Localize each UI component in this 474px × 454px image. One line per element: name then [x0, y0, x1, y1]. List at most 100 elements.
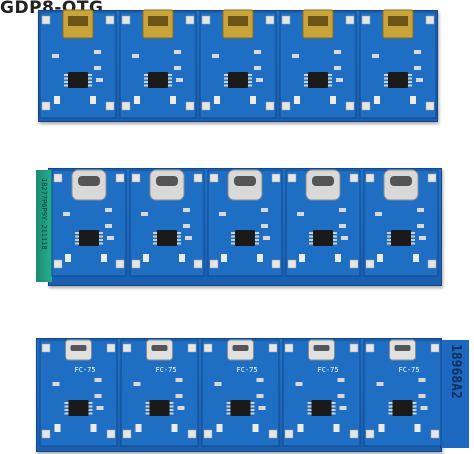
connector-opening: [151, 345, 168, 351]
chip-pin: [88, 402, 93, 404]
ic-chip: [308, 72, 328, 88]
chip-pin: [88, 409, 93, 411]
connector-opening: [390, 176, 412, 186]
ic-chip: [230, 400, 251, 416]
smd-component: [214, 382, 222, 386]
chip-pin: [255, 239, 259, 241]
chip-pin: [177, 235, 181, 238]
chip-pin: [384, 81, 388, 83]
ic-chip: [68, 72, 88, 88]
chip-pin: [408, 84, 412, 87]
ic-chip: [235, 230, 255, 246]
smd-component: [105, 208, 112, 212]
solder-pad: [122, 429, 132, 439]
chip-pin: [384, 84, 388, 87]
connector-opening: [308, 16, 328, 26]
chip-silkscreen-label: FC-75: [399, 366, 420, 374]
chip-pin: [248, 74, 252, 76]
smd-component: [252, 424, 259, 432]
chip-pin: [145, 409, 150, 411]
chip-pin: [75, 239, 79, 241]
smd-component: [414, 66, 421, 70]
solder-pad: [427, 259, 437, 269]
smd-component: [107, 236, 114, 240]
ic-chip: [313, 230, 333, 246]
chip-pin: [307, 412, 312, 415]
smd-component: [54, 424, 61, 432]
solder-pad: [105, 101, 115, 111]
chip-pin: [224, 74, 228, 76]
chip-pin: [144, 74, 148, 76]
chip-pin: [304, 77, 308, 80]
solder-pad: [187, 429, 197, 439]
smd-component: [52, 54, 59, 58]
chip-pin: [309, 239, 313, 241]
smd-component: [216, 424, 223, 432]
chip-silkscreen-label: FC-75: [75, 366, 96, 374]
chip-pin: [64, 402, 69, 404]
solder-pad: [131, 259, 141, 269]
solder-pad: [361, 15, 371, 25]
smd-component: [299, 254, 305, 262]
pcb-edge-right: [440, 340, 469, 448]
smd-component: [337, 378, 345, 382]
ic-chip: [391, 230, 411, 246]
chip-pin: [88, 81, 92, 83]
ic-chip: [392, 400, 413, 416]
smd-component: [375, 212, 382, 216]
smd-component: [420, 406, 428, 410]
smd-component: [174, 66, 181, 70]
smd-component: [185, 236, 192, 240]
chip-pin: [64, 81, 68, 83]
chip-pin: [328, 81, 332, 83]
chip-pin: [64, 412, 69, 415]
smd-component: [416, 78, 423, 82]
smd-component: [63, 212, 70, 216]
smd-component: [132, 54, 139, 58]
smd-component: [258, 406, 266, 410]
smd-component: [94, 378, 102, 382]
chip-pin: [224, 84, 228, 87]
smd-component: [419, 236, 426, 240]
edge-text-micro-usb: 18968A2: [448, 344, 463, 399]
chip-pin: [384, 74, 388, 76]
solder-pad: [201, 15, 211, 25]
connector-opening: [68, 16, 88, 26]
chip-pin: [307, 402, 312, 404]
chip-silkscreen-label: FC-75: [237, 366, 258, 374]
chip-pin: [153, 232, 157, 234]
smd-component: [171, 424, 178, 432]
solder-pad: [193, 173, 203, 183]
smd-component: [175, 394, 183, 398]
chip-pin: [328, 77, 332, 80]
connector-opening: [228, 16, 248, 26]
chip-pin: [331, 409, 336, 411]
smd-component: [330, 96, 336, 104]
smd-component: [337, 394, 345, 398]
smd-component: [133, 382, 141, 386]
chip-pin: [304, 84, 308, 87]
ic-chip: [68, 400, 89, 416]
solder-pad: [122, 343, 132, 353]
solder-pad: [345, 101, 355, 111]
chip-pin: [408, 81, 412, 83]
chip-pin: [88, 74, 92, 76]
ic-chip: [228, 72, 248, 88]
smd-component: [339, 406, 347, 410]
chip-pin: [88, 412, 93, 415]
connector-opening: [312, 176, 334, 186]
solder-pad: [430, 429, 440, 439]
smd-component: [254, 50, 261, 54]
ic-chip: [157, 230, 177, 246]
solder-pad: [349, 429, 359, 439]
chip-pin: [177, 232, 181, 234]
connector-opening: [156, 176, 178, 186]
smd-component: [250, 96, 256, 104]
solder-pad: [268, 343, 278, 353]
solder-pad: [349, 343, 359, 353]
solder-pad: [349, 173, 359, 183]
solder-pad: [115, 259, 125, 269]
chip-pin: [387, 239, 391, 241]
chip-pin: [169, 409, 174, 411]
chip-pin: [411, 235, 415, 238]
